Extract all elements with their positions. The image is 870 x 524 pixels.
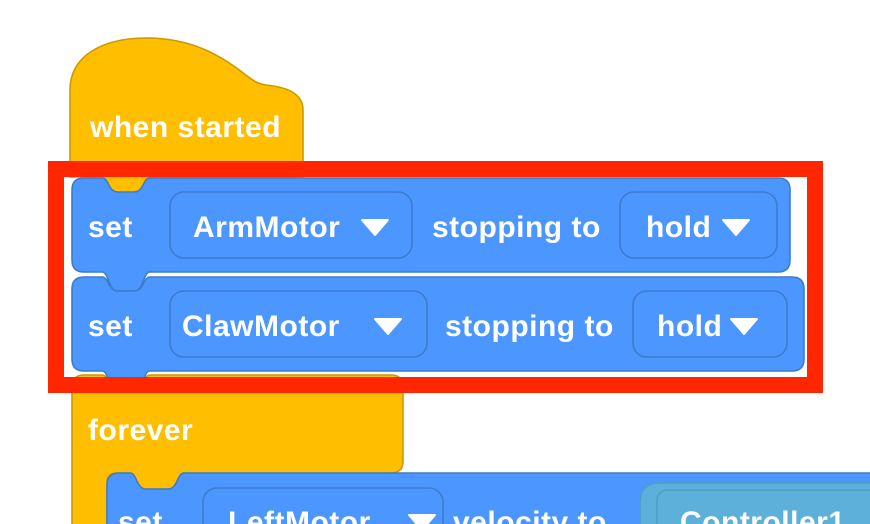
set-velocity-block-leftmotor[interactable]: set LeftMotor velocity to Controller1 (106, 472, 870, 524)
set-label: set (118, 506, 163, 524)
motor-dropdown-leftmotor[interactable]: LeftMotor (202, 487, 444, 524)
controller-dropdown[interactable]: Controller1 (656, 489, 870, 524)
dropdown-arrow-icon[interactable] (408, 514, 436, 524)
dropdown-value: ClawMotor (182, 310, 340, 343)
motor-dropdown-armmotor[interactable]: ArmMotor (169, 191, 413, 259)
hat-block-label: when started (89, 111, 281, 144)
velocity-to-label: velocity to (453, 506, 607, 524)
dropdown-outline[interactable] (619, 191, 778, 259)
dropdown-value: Controller1 (680, 506, 846, 524)
dropdown-outline[interactable] (632, 290, 788, 358)
set-label: set (88, 310, 133, 343)
dropdown-outline[interactable] (656, 489, 870, 524)
motor-dropdown-clawmotor[interactable]: ClawMotor (169, 290, 428, 358)
dropdown-arrow-icon[interactable] (361, 219, 389, 236)
reporter-shape[interactable] (639, 482, 870, 524)
stopping-to-label: stopping to (432, 211, 601, 244)
highlight-rectangle (48, 161, 823, 393)
set-stopping-block-shape[interactable] (71, 177, 791, 292)
set-label: set (88, 211, 133, 244)
when-started-hat-block[interactable]: when started (69, 37, 304, 194)
stopping-to-label: stopping to (445, 310, 614, 343)
mode-dropdown-hold[interactable]: hold (619, 191, 778, 259)
dropdown-outline[interactable] (202, 487, 444, 524)
dropdown-arrow-icon[interactable] (730, 318, 758, 335)
dropdown-outline[interactable] (169, 191, 413, 259)
dropdown-outline[interactable] (169, 290, 428, 358)
controller-reporter-block[interactable]: Controller1 (639, 482, 870, 524)
dropdown-value: ArmMotor (193, 211, 340, 244)
dropdown-value: hold (657, 310, 722, 343)
forever-block-label: forever (88, 414, 193, 447)
set-stopping-block-clawmotor[interactable]: set ClawMotor stopping to hold (71, 276, 805, 391)
dropdown-arrow-icon[interactable] (722, 219, 750, 236)
mode-dropdown-hold[interactable]: hold (632, 290, 788, 358)
dropdown-value: LeftMotor (228, 506, 371, 524)
set-stopping-block-armmotor[interactable]: set ArmMotor stopping to hold (71, 177, 791, 292)
dropdown-arrow-icon[interactable] (374, 318, 402, 335)
set-stopping-block-shape[interactable] (71, 276, 805, 391)
dropdown-value: hold (646, 211, 711, 244)
